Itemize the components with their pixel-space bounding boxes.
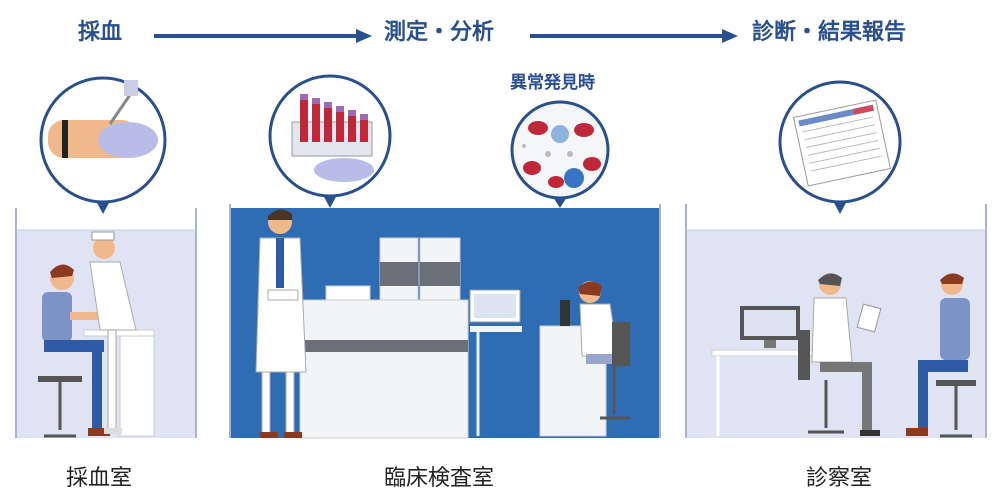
step-blood-draw: 採血 [78,20,123,45]
room-label-blood-draw: 採血室 [66,466,133,491]
consultation-room [685,204,987,438]
lab-room [229,204,661,439]
step-diagnosis-report: 診断・結果報告 [752,20,907,45]
test-tube-callout [268,74,392,208]
room-label-consultation: 診察室 [806,466,873,491]
report-callout [778,80,902,214]
flow-arrow-1 [154,29,372,43]
room-label-lab: 臨床検査室 [384,466,495,491]
abnormality-note: 異常発見時 [510,73,595,93]
step-measure-analyze: 測定・分析 [384,20,495,45]
blood-cells-callout [510,100,610,208]
blood-draw-callout [39,76,167,214]
blood-draw-room [15,208,197,438]
flow-arrow-2 [530,29,738,43]
